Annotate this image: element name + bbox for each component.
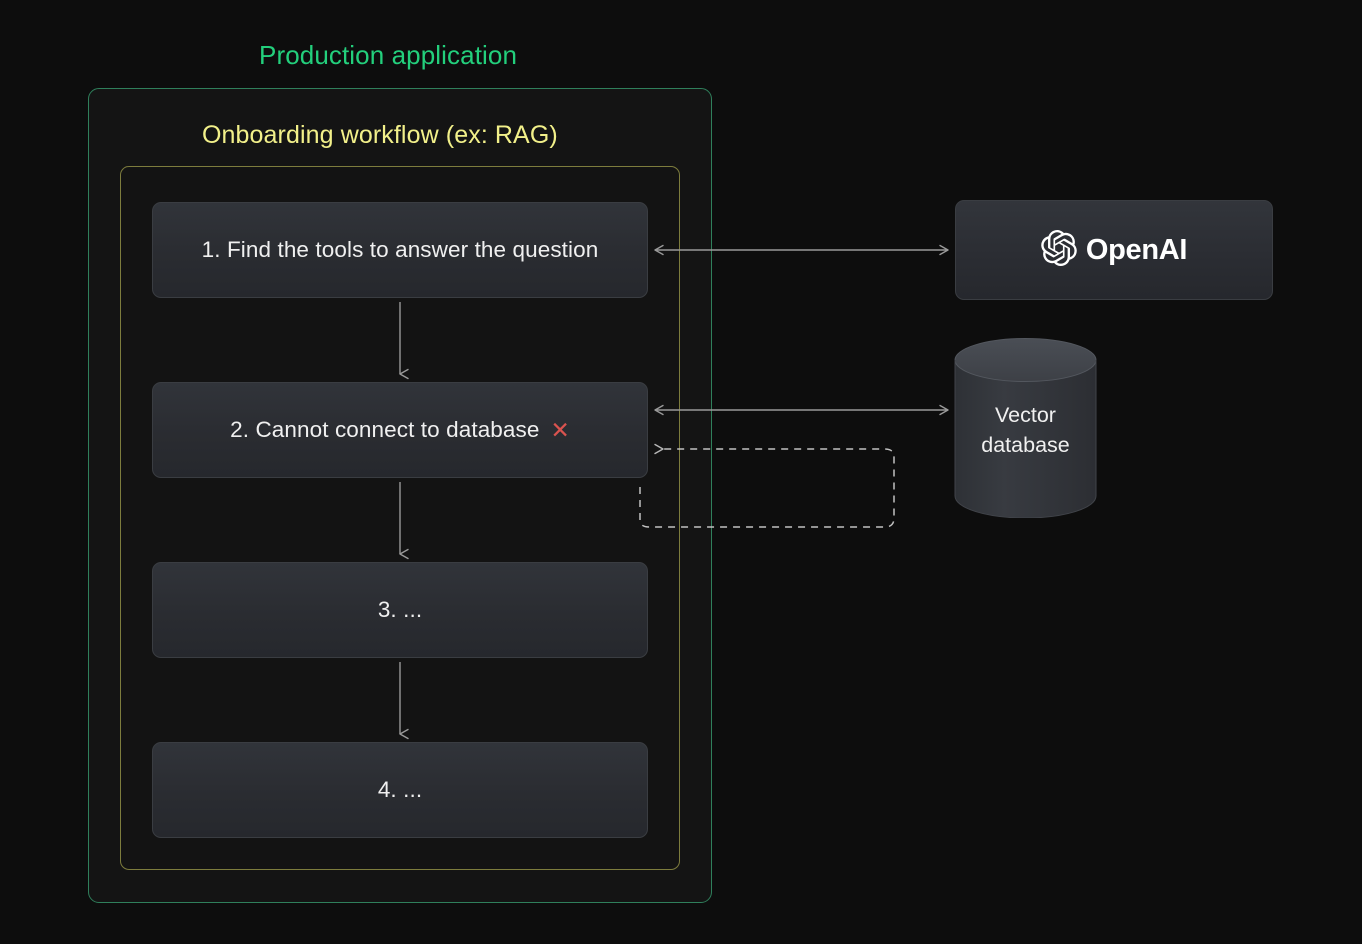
- workflow-step-2-label: 2. Cannot connect to database: [230, 417, 540, 442]
- workflow-step-4-label: 4. ...: [377, 777, 423, 802]
- workflow-step-3-label: 3. ...: [377, 597, 423, 622]
- openai-service-card[interactable]: OpenAI: [955, 200, 1273, 300]
- workflow-step-1[interactable]: 1. Find the tools to answer the question: [152, 202, 648, 298]
- onboarding-workflow-title: Onboarding workflow (ex: RAG): [202, 121, 558, 149]
- workflow-step-4[interactable]: 4. ...: [152, 742, 648, 838]
- error-cross-icon: ✕: [550, 416, 570, 443]
- workflow-step-1-label: 1. Find the tools to answer the question: [201, 237, 599, 262]
- openai-wordmark: OpenAI: [1085, 233, 1188, 266]
- workflow-step-3[interactable]: 3. ...: [152, 562, 648, 658]
- openai-blossom-icon: [1041, 229, 1077, 271]
- production-application-title: Production application: [259, 40, 518, 70]
- cylinder-icon: [954, 338, 1097, 519]
- workflow-step-2[interactable]: 2. Cannot connect to database ✕: [152, 382, 648, 478]
- vector-database-node[interactable]: Vector database: [953, 338, 1098, 519]
